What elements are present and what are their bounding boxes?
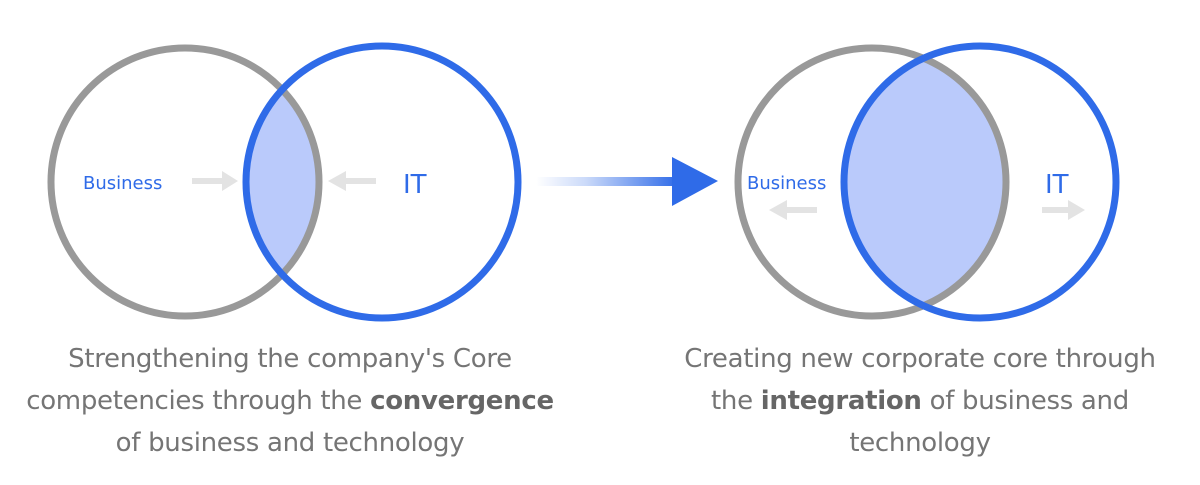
right-it-circle — [840, 42, 1120, 322]
right-caption-line-2: the integration of business and — [640, 380, 1200, 422]
left-business-arrow-icon — [192, 171, 238, 191]
right-business-arrow-icon — [769, 200, 817, 220]
left-caption-line-3: of business and technology — [115, 428, 465, 458]
left-business-circle — [47, 44, 323, 320]
right-overlap-area — [844, 48, 1006, 316]
left-caption-line-2: competencies through the convergence — [0, 380, 580, 422]
right-caption: Creating new corporate core through the … — [640, 338, 1200, 464]
right-business-label: Business — [747, 173, 826, 194]
left-venn: Business IT — [47, 42, 522, 322]
left-it-label: IT — [403, 170, 427, 200]
right-caption-line-2-end: of business and — [921, 386, 1130, 416]
left-caption: Strengthening the company's Core compete… — [0, 338, 580, 464]
right-caption-line-3: technology — [849, 428, 991, 458]
right-caption-line-2-start: the — [711, 386, 761, 416]
right-it-label: IT — [1045, 170, 1069, 200]
right-arrow-icon — [536, 157, 718, 206]
right-venn: Business IT — [734, 42, 1120, 322]
left-it-arrow-icon — [328, 171, 376, 191]
left-caption-bold-word: convergence — [370, 386, 554, 416]
right-caption-line-1: Creating new corporate core through — [684, 344, 1156, 374]
left-caption-line-1: Strengthening the company's Core — [68, 344, 512, 374]
left-business-label: Business — [83, 173, 162, 194]
right-business-circle — [734, 44, 1010, 320]
right-it-arrow-icon — [1042, 200, 1085, 220]
right-caption-bold-word: integration — [760, 386, 922, 416]
left-it-circle — [242, 42, 522, 322]
left-caption-line-2-text: competencies through the — [26, 386, 371, 416]
